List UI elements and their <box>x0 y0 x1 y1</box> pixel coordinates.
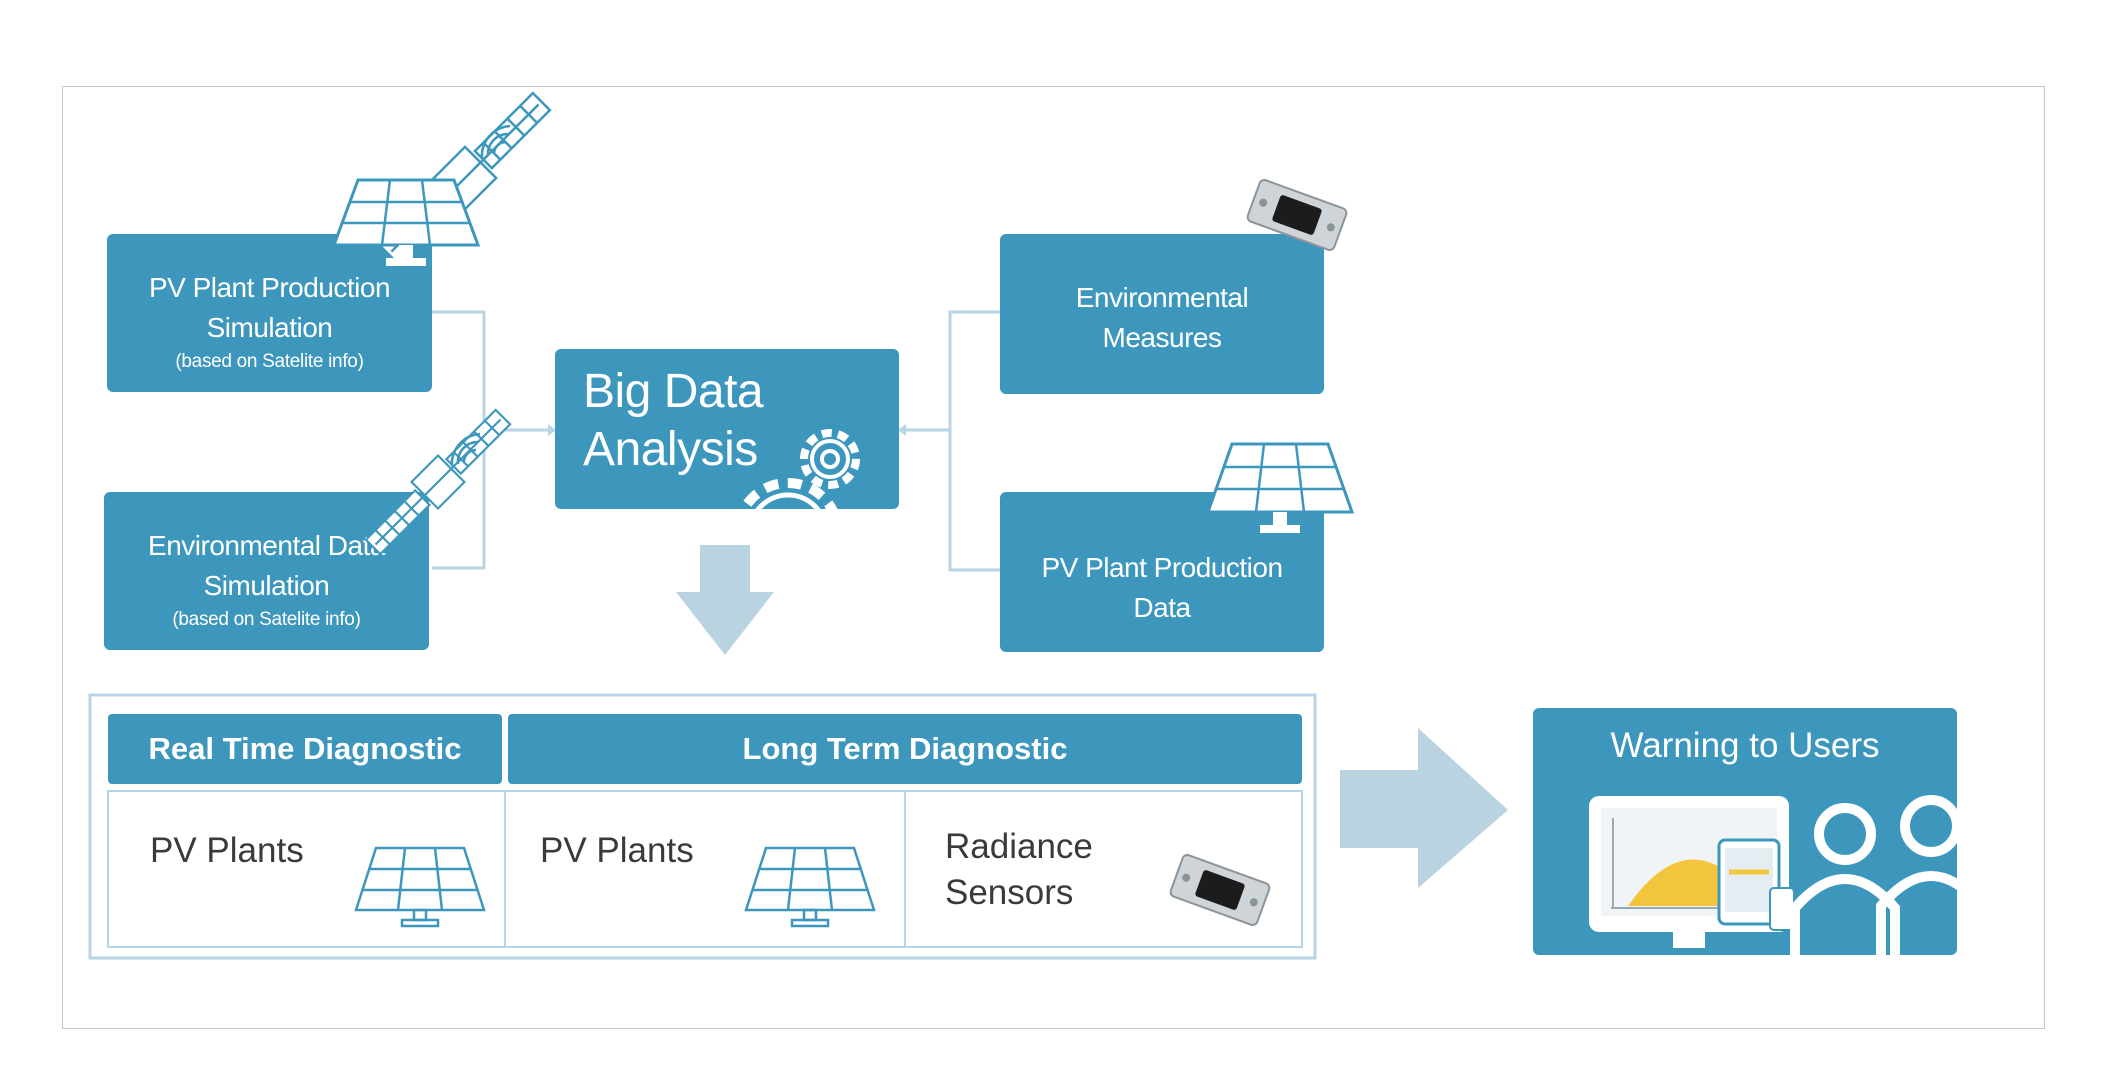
radiance-line1: Radiance <box>945 827 1093 866</box>
diagnostics-panel <box>88 693 1317 960</box>
gears-graphic <box>738 429 860 509</box>
pv-data-title-line2: Data <box>1133 592 1191 623</box>
env-sim-note: (based on Satelite info) <box>172 609 361 630</box>
pv-data-title-line1: PV Plant Production <box>1041 552 1283 583</box>
gear-icon <box>738 478 838 509</box>
diagnostics-cells-frame <box>107 790 1303 948</box>
warning-title: Warning to Users <box>1610 726 1880 765</box>
pv-plant-production-data-box: PV Plant Production Data <box>1000 492 1324 652</box>
gear-icon <box>800 429 860 489</box>
pv-sim-title-line1: PV Plant Production <box>148 272 391 303</box>
big-data-analysis-box: Big Data Analysis <box>555 349 899 509</box>
warning-to-users-box: Warning to Users <box>1533 708 1957 955</box>
connector-arrowhead-left <box>548 424 556 436</box>
pv-sim-title-line2: Simulation <box>206 312 333 343</box>
radiance-sensors-label: Radiance Sensors <box>945 824 1093 916</box>
pv-sim-note: (based on Satelite info) <box>175 351 364 372</box>
env-sim-title-line2: Simulation <box>203 570 330 601</box>
right-arrow <box>1340 728 1508 888</box>
env-measures-title-line1: Environmental <box>1075 282 1249 313</box>
radiance-line2: Sensors <box>945 873 1074 912</box>
environmental-measures-box: Environmental Measures <box>1000 234 1324 394</box>
user-icon <box>1876 795 1957 955</box>
big-data-title: Big Data Analysis <box>583 363 764 479</box>
tablet-icon <box>1717 838 1781 926</box>
connector-arrowhead-right <box>898 424 906 436</box>
devices-graphic <box>1589 795 1957 955</box>
env-measures-title-line2: Measures <box>1102 322 1222 353</box>
long-term-diagnostic-header: Long Term Diagnostic <box>508 714 1302 784</box>
big-data-title-line2: Analysis <box>583 423 758 476</box>
rt-pv-plants-label: PV Plants <box>150 831 304 870</box>
env-sim-title-line1: Environmental Data <box>148 530 385 561</box>
lt-pv-plants-label: PV Plants <box>540 831 694 870</box>
real-time-diagnostic-header: Real Time Diagnostic <box>108 714 502 784</box>
pv-plant-production-simulation-box: PV Plant Production Simulation (based on… <box>107 234 432 392</box>
down-arrow <box>676 545 774 655</box>
big-data-title-line1: Big Data <box>583 365 764 418</box>
environmental-data-simulation-box: Environmental Data Simulation (based on … <box>104 492 429 650</box>
